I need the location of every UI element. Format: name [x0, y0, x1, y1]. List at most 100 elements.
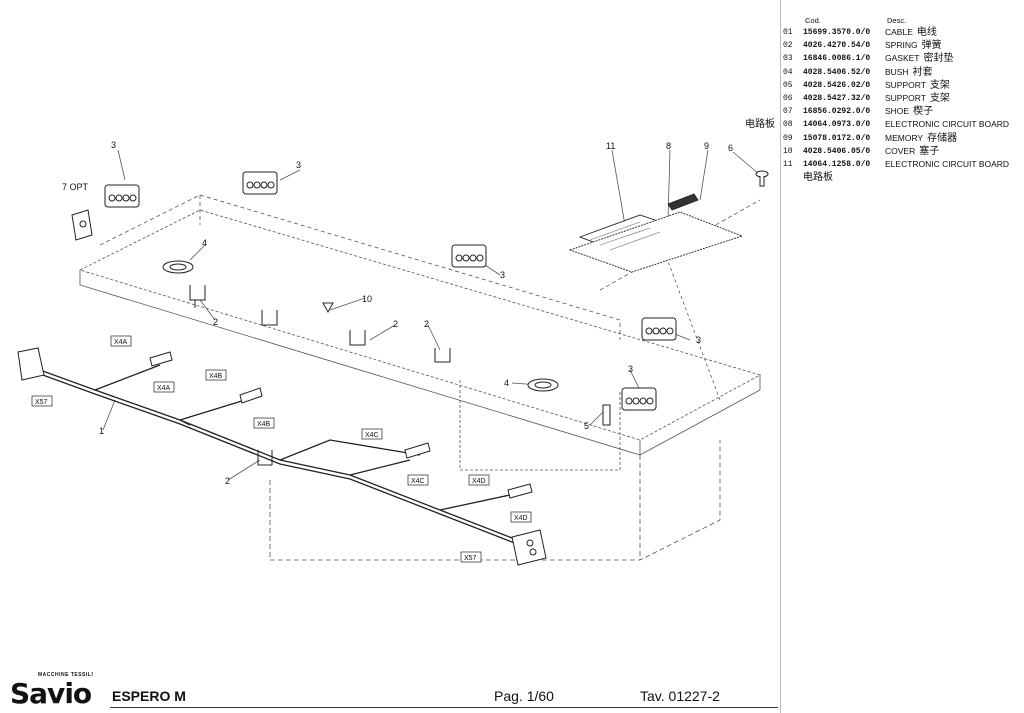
part-code: 14064.0973.0/0	[803, 120, 871, 130]
svg-text:X4C: X4C	[365, 432, 379, 439]
part-code: 4028.5427.32/0	[803, 94, 871, 104]
board-8	[568, 211, 744, 273]
connector-left	[17, 347, 45, 381]
part-number: 11	[783, 160, 793, 170]
label-x4c-2: X4C	[407, 474, 429, 486]
cable-harness	[39, 364, 531, 546]
bush-shapes	[162, 260, 559, 392]
gasket-shape-4	[641, 317, 677, 341]
part-desc: CABLE	[885, 27, 913, 37]
part-desc: ELECTRONIC CIRCUIT BOARD	[885, 159, 1010, 170]
part-desc-zh: 塞子	[919, 145, 940, 157]
label-x4a-2: X4A	[153, 381, 175, 393]
part-number: 04	[783, 67, 793, 77]
callout-8: 8	[666, 141, 671, 151]
label-x4a-1: X4A	[110, 335, 132, 347]
callout-10: 10	[362, 294, 372, 304]
part-code: 4026.4270.54/0	[803, 41, 871, 51]
callout-3b: 3	[296, 160, 301, 170]
table-number: Tav. 01227-2	[640, 688, 720, 704]
part-desc-zh-prefix: 电路板	[745, 119, 775, 131]
svg-text:X57: X57	[35, 399, 48, 406]
svg-text:X4D: X4D	[514, 515, 528, 522]
svg-text:X4D: X4D	[472, 478, 486, 485]
gasket-shape-5	[621, 387, 657, 411]
part-desc: ELECTRONIC CIRCUIT BOARD	[885, 119, 1010, 130]
brand-logo: Savio	[10, 677, 92, 710]
svg-text:X4B: X4B	[257, 421, 271, 428]
callout-5: 5	[584, 421, 589, 431]
part-desc-zh: 楔子	[913, 106, 934, 118]
header-code: Cod.	[805, 16, 821, 25]
svg-text:X4B: X4B	[209, 373, 223, 380]
part-desc-zh: 支架	[929, 79, 950, 91]
exploded-assembly-drawing: 3 3 3 3 3 7 OPT 4 4 2 2 2 2 2 10 1 5 11 …	[17, 140, 769, 566]
part-number: 06	[783, 94, 793, 104]
part-desc: COVER	[885, 145, 916, 156]
part-desc-zh: 支架	[929, 93, 950, 105]
part-number: 01	[783, 28, 793, 37]
part-number: 10	[783, 146, 793, 156]
part-code: 4028.5406.05/0	[803, 146, 871, 156]
part-desc-zh: 弹簧	[921, 40, 942, 52]
part-code: 4028.5406.52/0	[803, 67, 871, 77]
gasket-shape-3	[451, 244, 487, 268]
label-x4d-2: X4D	[510, 511, 532, 523]
part-number: 07	[783, 107, 793, 117]
callout-3e: 3	[628, 364, 633, 374]
part-code: 16856.0292.0/0	[803, 107, 871, 117]
machine-model: ESPERO M	[112, 688, 186, 704]
callout-2d: 2	[225, 476, 230, 486]
support-shape	[602, 404, 611, 426]
part-number: 02	[783, 41, 793, 51]
part-code: 4028.5426.02/0	[803, 80, 871, 90]
circuit-boards	[568, 193, 744, 273]
callout-2c: 2	[424, 319, 429, 329]
label-x4c-1: X4C	[361, 428, 383, 440]
connector-right	[511, 529, 547, 566]
header-desc: Desc.	[887, 16, 907, 25]
callout-3a: 3	[111, 140, 116, 150]
memory-9	[667, 193, 699, 211]
part-desc: SPRING	[885, 40, 918, 51]
part-desc: SUPPORT	[885, 93, 926, 104]
shoe-shape	[71, 209, 93, 241]
callout-1: 1	[99, 426, 104, 436]
gasket-shape-2	[242, 171, 278, 195]
callout-4a: 4	[202, 238, 207, 248]
svg-text:X57: X57	[464, 555, 477, 562]
part-number: 08	[783, 120, 793, 130]
parts-table-header: Cod. Desc.	[783, 14, 1013, 26]
callout-3d: 3	[696, 335, 701, 345]
part-desc-zh: 存储器	[927, 132, 958, 144]
gasket-shape-1	[104, 184, 140, 208]
svg-text:X4C: X4C	[411, 478, 425, 485]
part-number: 03	[783, 54, 793, 64]
frame-back-rail	[99, 194, 621, 340]
label-x4b-1: X4B	[205, 369, 227, 381]
screw-shape	[755, 170, 769, 187]
svg-text:X4A: X4A	[114, 339, 128, 346]
svg-text:X4A: X4A	[157, 385, 171, 392]
part-desc-zh: 电线	[916, 27, 937, 38]
callout-2a: 2	[213, 317, 218, 327]
parts-row: 电路板 08 14064.0973.0/0 ELECTRONIC CIRCUIT BO…	[745, 118, 1013, 131]
footer-rule	[110, 707, 778, 708]
part-desc: SHOE	[885, 106, 910, 117]
part-code: 16846.0086.1/0	[803, 54, 871, 64]
page-number: Pag. 1/60	[494, 688, 554, 704]
callout-2b: 2	[393, 319, 398, 329]
part-desc-zh-continued: 电路板	[803, 172, 833, 184]
cover-shape	[322, 302, 334, 314]
part-number: 09	[783, 133, 793, 143]
part-desc: MEMORY	[885, 132, 924, 143]
